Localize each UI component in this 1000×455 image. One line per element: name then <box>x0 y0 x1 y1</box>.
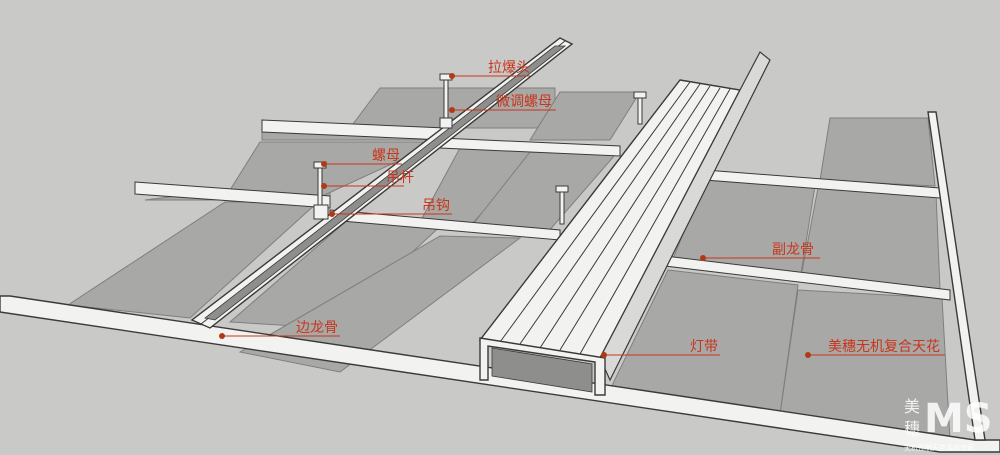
ceiling-panel <box>529 91 641 141</box>
sub-keel-rail <box>134 181 331 209</box>
leader-dot <box>700 255 706 261</box>
watermark-char: 穗 <box>904 419 920 438</box>
label-fine-nut: 微调螺母 <box>496 94 552 110</box>
main-keel-slot <box>204 45 567 321</box>
light-strip-groove <box>519 83 701 345</box>
watermark-char: 美 <box>904 397 920 416</box>
leaders <box>219 73 945 358</box>
leader-dot <box>329 211 335 217</box>
watermark-logo: MS <box>924 396 993 442</box>
leader-dot <box>321 183 327 189</box>
label-hook: 吊钩 <box>422 198 450 214</box>
nut <box>555 185 569 193</box>
light-strip-profile-inner <box>491 347 593 393</box>
leader-dot <box>601 352 607 358</box>
hook <box>313 204 329 220</box>
leader-dot <box>449 73 455 79</box>
watermark-tagline: 无机预制天花系统专家 <box>904 443 974 452</box>
ceiling-panel <box>238 235 522 373</box>
leader-dot <box>449 107 455 113</box>
label-pull-expansion: 拉爆头 <box>488 60 530 76</box>
label-sub-keel: 副龙骨 <box>772 242 814 258</box>
light-strip-groove <box>539 85 711 349</box>
light-strip-groove <box>579 88 731 355</box>
hook <box>439 117 453 129</box>
label-nut: 螺母 <box>372 148 400 164</box>
labels: 拉爆头 微调螺母 螺母 吊杆 吊钩 副龙骨 边龙骨 灯带 美穗无机复合天花 <box>296 60 940 355</box>
label-ceiling: 美穗无机复合天花 <box>828 338 940 355</box>
light-strip-side <box>599 51 771 382</box>
light-strip-profile <box>479 337 606 396</box>
label-edge-keel: 边龙骨 <box>296 320 338 336</box>
label-rod: 吊杆 <box>386 170 414 186</box>
nut <box>633 91 647 99</box>
edge-keel-right <box>927 111 986 441</box>
hanger-rod <box>559 187 565 225</box>
light-strip-groove <box>499 81 691 343</box>
leader-dot <box>219 333 225 339</box>
leader-dot <box>805 352 811 358</box>
hangers <box>313 73 647 225</box>
watermark: 美 穗 MS 无机预制天花系统专家 <box>904 396 993 452</box>
label-light-strip: 灯带 <box>690 339 718 355</box>
light-strip <box>478 51 771 396</box>
light-strip-groove <box>559 87 721 351</box>
leader-dot <box>321 161 327 167</box>
ceiling-panel <box>819 117 936 187</box>
hanger-rod <box>443 75 449 125</box>
